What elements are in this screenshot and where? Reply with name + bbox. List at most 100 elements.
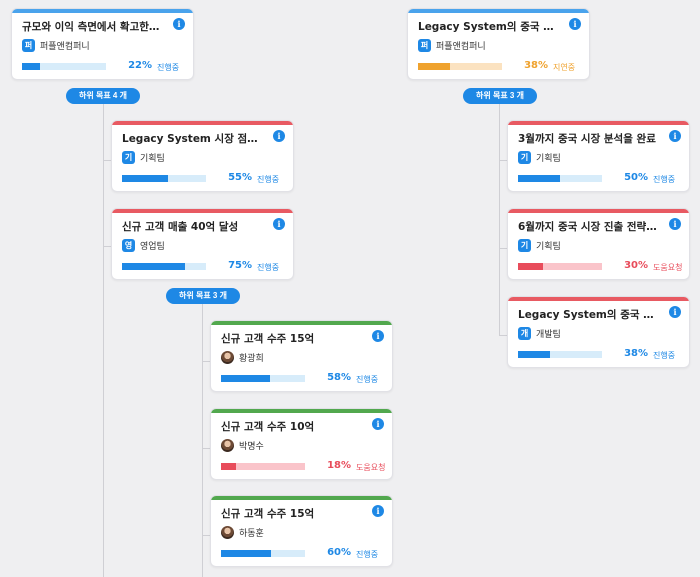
- subgoal-count-button[interactable]: 하위 목표 3 개: [166, 288, 240, 304]
- status-label: 진행중: [356, 375, 379, 384]
- goal-owner: 황광희: [221, 350, 264, 364]
- owner-name: 기획팀: [536, 153, 561, 164]
- goal-owner: 하동훈: [221, 525, 264, 539]
- card-header-bar: [508, 209, 689, 213]
- goal-title[interactable]: Legacy System의 중국 현지화 …: [518, 309, 659, 321]
- subgoal-count-button[interactable]: 하위 목표 3 개: [463, 88, 537, 104]
- owner-badge: 퍼: [418, 38, 431, 52]
- goal-title[interactable]: 6월까지 중국 시장 진출 전략 수립…: [518, 221, 659, 233]
- info-icon[interactable]: i: [372, 418, 384, 430]
- status-label: 도움요청: [653, 263, 683, 272]
- progress-bar: [518, 351, 602, 358]
- progress-bar: [221, 463, 305, 470]
- owner-badge: 기: [518, 150, 531, 164]
- owner-name: 하동훈: [239, 528, 264, 539]
- info-icon[interactable]: i: [372, 330, 384, 342]
- progress-percent: 58%: [327, 372, 351, 383]
- goal-owner: 박명수: [221, 438, 264, 452]
- avatar: [221, 525, 234, 539]
- card-header-bar: [12, 9, 193, 13]
- owner-name: 기획팀: [140, 153, 165, 164]
- owner-name: 기획팀: [536, 241, 561, 252]
- status-label: 도움요청: [356, 463, 386, 472]
- connector-line: [103, 88, 104, 577]
- connector-line: [499, 248, 507, 249]
- info-icon[interactable]: i: [273, 218, 285, 230]
- goal-title[interactable]: 신규 고객 매출 40억 달성: [122, 221, 239, 233]
- progress-fill: [221, 375, 270, 382]
- progress-fill: [221, 550, 272, 557]
- owner-name: 개발팀: [536, 329, 561, 340]
- goal-title[interactable]: 신규 고객 수주 15억: [221, 508, 315, 520]
- progress-fill: [518, 263, 544, 270]
- info-icon[interactable]: i: [569, 18, 581, 30]
- owner-name: 황광희: [239, 353, 264, 364]
- progress-percent: 22%: [128, 60, 152, 71]
- owner-name: 퍼플앤컴퍼니: [436, 41, 486, 52]
- info-icon[interactable]: i: [669, 306, 681, 318]
- goal-title[interactable]: Legacy System의 중국 시장 진…: [418, 21, 559, 33]
- goal-title[interactable]: 규모와 이익 측면에서 확고한 업계…: [22, 21, 163, 33]
- connector-line: [499, 335, 507, 336]
- goal-card[interactable]: 신규 고객 수주 15억 i 하동훈 60% 진행중: [210, 495, 393, 567]
- status-label: 진행중: [257, 263, 280, 272]
- progress-percent: 55%: [228, 172, 252, 183]
- info-icon[interactable]: i: [273, 130, 285, 142]
- goal-title[interactable]: 3월까지 중국 시장 분석을 완료: [518, 133, 656, 145]
- status-label: 진행중: [653, 175, 676, 184]
- progress-bar: [122, 175, 206, 182]
- owner-badge: 기: [122, 150, 135, 164]
- progress-fill: [22, 63, 41, 70]
- progress-fill: [221, 463, 237, 470]
- avatar: [221, 350, 234, 364]
- owner-badge: 개: [518, 326, 531, 340]
- progress-percent: 75%: [228, 260, 252, 271]
- goal-title[interactable]: 신규 고객 수주 15억: [221, 333, 315, 345]
- connector-line: [202, 448, 210, 449]
- goal-title[interactable]: Legacy System 시장 점유율 확…: [122, 133, 263, 145]
- connector-line: [103, 160, 111, 161]
- card-header-bar: [211, 321, 392, 325]
- info-icon[interactable]: i: [669, 130, 681, 142]
- info-icon[interactable]: i: [173, 18, 185, 30]
- status-label: 지연중: [553, 63, 576, 72]
- avatar: [221, 438, 234, 452]
- status-label: 진행중: [356, 550, 379, 559]
- progress-fill: [122, 175, 169, 182]
- owner-badge: 퍼: [22, 38, 35, 52]
- connector-line: [499, 160, 507, 161]
- progress-percent: 38%: [624, 348, 648, 359]
- connector-line: [499, 88, 500, 336]
- goal-card[interactable]: 신규 고객 수주 15억 i 황광희 58% 진행중: [210, 320, 393, 392]
- progress-fill: [518, 351, 550, 358]
- progress-fill: [518, 175, 560, 182]
- progress-percent: 60%: [327, 547, 351, 558]
- info-icon[interactable]: i: [669, 218, 681, 230]
- progress-percent: 50%: [624, 172, 648, 183]
- card-header-bar: [408, 9, 589, 13]
- goal-title[interactable]: 신규 고객 수주 10억: [221, 421, 315, 433]
- card-header-bar: [211, 409, 392, 413]
- progress-bar: [122, 263, 206, 270]
- progress-bar: [518, 175, 602, 182]
- progress-fill: [418, 63, 450, 70]
- connector-line: [202, 288, 203, 577]
- status-label: 진행중: [157, 63, 180, 72]
- info-icon[interactable]: i: [372, 505, 384, 517]
- subgoal-count-button[interactable]: 하위 목표 4 개: [66, 88, 140, 104]
- connector-line: [202, 361, 210, 362]
- progress-bar: [221, 550, 305, 557]
- card-header-bar: [112, 209, 293, 213]
- card-header-bar: [112, 121, 293, 125]
- goal-owner: 개 개발팀: [518, 326, 561, 340]
- goal-card[interactable]: 3월까지 중국 시장 분석을 완료 i 기 기획팀 50% 진행중: [507, 120, 690, 192]
